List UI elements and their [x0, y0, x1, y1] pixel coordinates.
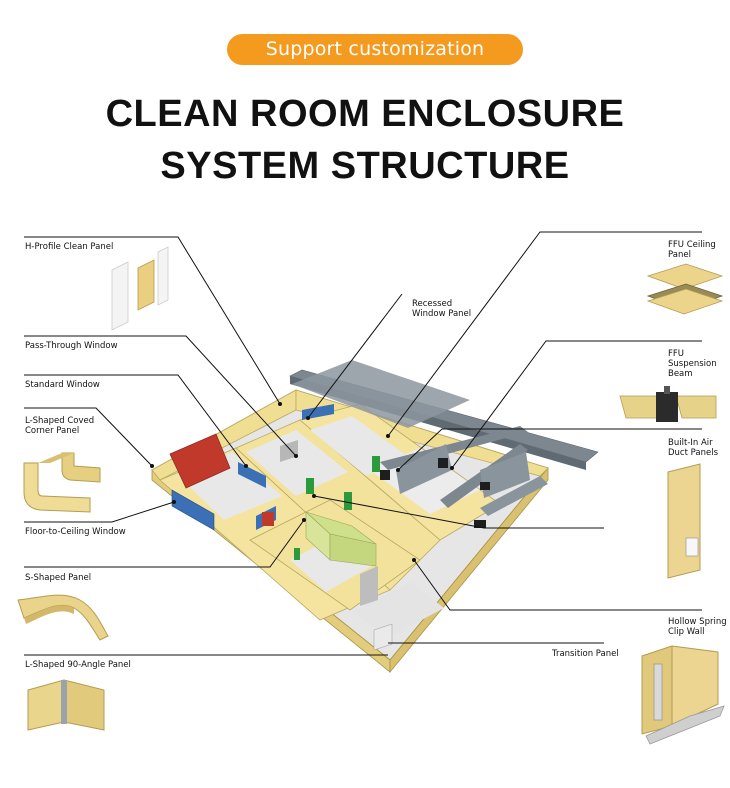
leader-markers: [150, 402, 454, 562]
label-standard-window: Standard Window: [25, 380, 100, 390]
built-in-air-duct-panel-illustration: [667, 463, 701, 579]
ffu-suspension-beam-illustration: [619, 386, 717, 422]
l-shaped-90-panel-illustration: [27, 679, 105, 731]
label-l-shaped-coved-corner-panel: L-Shaped Coved Corner Panel: [25, 416, 95, 436]
label-pass-through-window: Pass-Through Window: [25, 341, 118, 351]
s-shaped-panel-illustration: [17, 594, 109, 641]
label-built-in-air-duct-panels: Built-In Air Duct Panels: [668, 438, 718, 458]
label-recessed-window-panel: Recessed Window Panel: [412, 299, 472, 319]
label-h-profile-clean-panel: H-Profile Clean Panel: [25, 242, 114, 252]
ffu-ceiling-panel-illustration: [646, 263, 724, 315]
label-s-shaped-panel: S-Shaped Panel: [25, 573, 92, 583]
label-l-shaped-90-angle-panel: L-Shaped 90-Angle Panel: [25, 660, 131, 670]
support-customization-badge: Support customization: [227, 34, 523, 65]
clean-room-model: [151, 360, 599, 674]
label-transition-panel: Transition Panel: [552, 649, 619, 659]
l-shaped-coved-corner-illustration: [23, 452, 101, 513]
label-ffu-suspension-beam: FFU Suspension Beam: [668, 349, 717, 379]
label-floor-to-ceiling-window: Floor-to-Ceiling Window: [25, 527, 126, 537]
title-line-1: CLEAN ROOM ENCLOSURE: [105, 93, 625, 135]
label-ffu-ceiling-panel: FFU Ceiling Panel: [668, 240, 716, 260]
label-hollow-spring-clip-wall: Hollow Spring Clip Wall: [668, 617, 727, 637]
h-profile-panel-illustration: [111, 246, 169, 331]
leader-lines: [24, 231, 702, 656]
hollow-spring-clip-wall-illustration: [641, 645, 725, 745]
title-line-2: SYSTEM STRUCTURE: [160, 145, 570, 187]
